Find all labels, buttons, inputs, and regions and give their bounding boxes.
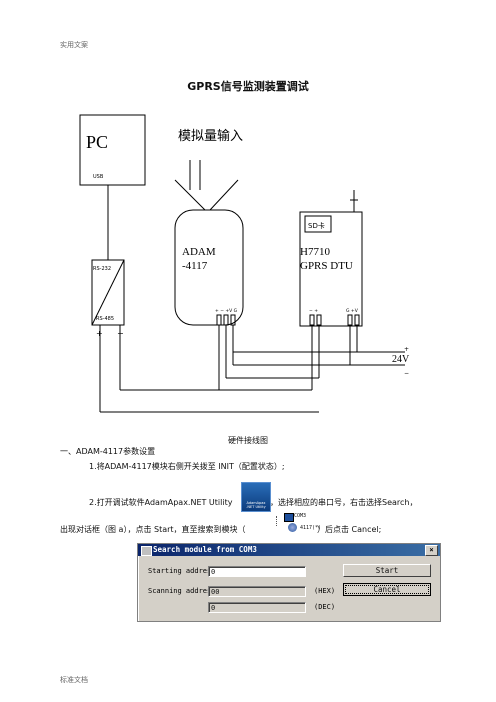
dtu-pins-right-label: G +V xyxy=(346,308,359,314)
pc-box xyxy=(79,114,146,186)
analog-input-label: 模拟量输入 xyxy=(178,128,243,144)
adamapax-app-icon: AdamApax .NET Utility xyxy=(241,482,271,512)
dec-label: (DEC) xyxy=(314,603,336,611)
module-label: 4117(*) xyxy=(300,525,322,531)
rs232-label: RS-232 xyxy=(93,266,111,272)
v24-label: 24V xyxy=(392,354,410,365)
module-tree-icon: COM3 4117(*) xyxy=(270,513,322,533)
search-module-dialog: Search module from COM3 × Starting addre… xyxy=(137,543,441,622)
step-2-part-c: 出现对话框（图 a），点击 Start，直至搜索到模块（ xyxy=(60,525,246,534)
adam-label-2: -4117 xyxy=(182,260,208,272)
dialog-title: Search module from COM3 xyxy=(153,545,257,554)
cancel-button[interactable]: Cancel xyxy=(343,583,431,596)
v-minus-label: − xyxy=(404,370,409,377)
close-icon[interactable]: × xyxy=(425,545,438,556)
dtu-label-2: GPRS DTU xyxy=(300,260,353,272)
adam-label-1: ADAM xyxy=(182,246,216,258)
converter-minus-label: − xyxy=(117,329,124,338)
wiring-diagram: PC USB 模拟量输入 ADAM -4117 + − +V G SD卡 H77… xyxy=(79,114,410,413)
module-icon xyxy=(288,523,297,532)
section-heading: 一、ADAM-4117参数设置 xyxy=(60,447,156,456)
usb-label: USB xyxy=(93,174,104,180)
dialog-title-bar: Search module from COM3 × xyxy=(138,544,440,556)
start-button[interactable]: Start xyxy=(343,564,431,577)
scanning-address-label: Scanning address: xyxy=(148,587,220,595)
rs485-label: RS-485 xyxy=(96,316,114,322)
adam-pins-label: + − +V G xyxy=(215,308,238,314)
scanning-address-dec-field: 0 xyxy=(208,602,306,613)
step-2-part-b: ，选择相应的串口号，右击选择Search， xyxy=(270,498,418,507)
com-port-icon xyxy=(284,513,294,522)
starting-address-input[interactable]: 0 xyxy=(208,566,306,577)
sd-card-label: SD卡 xyxy=(308,221,325,230)
pc-label: PC xyxy=(86,132,108,152)
step-2-part-a: 2.打开调试软件AdamApax.NET Utility xyxy=(89,498,233,507)
com-port-label: COM3 xyxy=(294,513,307,519)
dtu-pins-left-label: − + xyxy=(309,308,318,314)
scanning-address-hex-field: 00 xyxy=(208,586,306,597)
converter-plus-label: + xyxy=(96,329,103,338)
page-header: 实用文案 xyxy=(60,41,88,49)
dtu-label-1: H7710 xyxy=(300,246,330,258)
hex-label: (HEX) xyxy=(314,587,336,595)
adamapax-app-icon-label: AdamApax .NET Utility xyxy=(246,501,266,509)
v-plus-label: + xyxy=(404,346,409,353)
page-footer: 标准文档 xyxy=(60,676,88,684)
document-title: GPRS信号监测装置调试 xyxy=(187,80,309,93)
step-1: 1.将ADAM-4117模块右侧开关拨至 INIT（配置状态）; xyxy=(89,462,285,471)
starting-address-label: Starting address: xyxy=(148,567,220,575)
diagram-caption: 硬件接线图 xyxy=(228,436,268,445)
app-icon xyxy=(141,546,152,556)
step-2-part-d: ）后点击 Cancel; xyxy=(317,525,382,534)
dtu-box xyxy=(299,211,363,327)
adam-box xyxy=(174,209,244,326)
